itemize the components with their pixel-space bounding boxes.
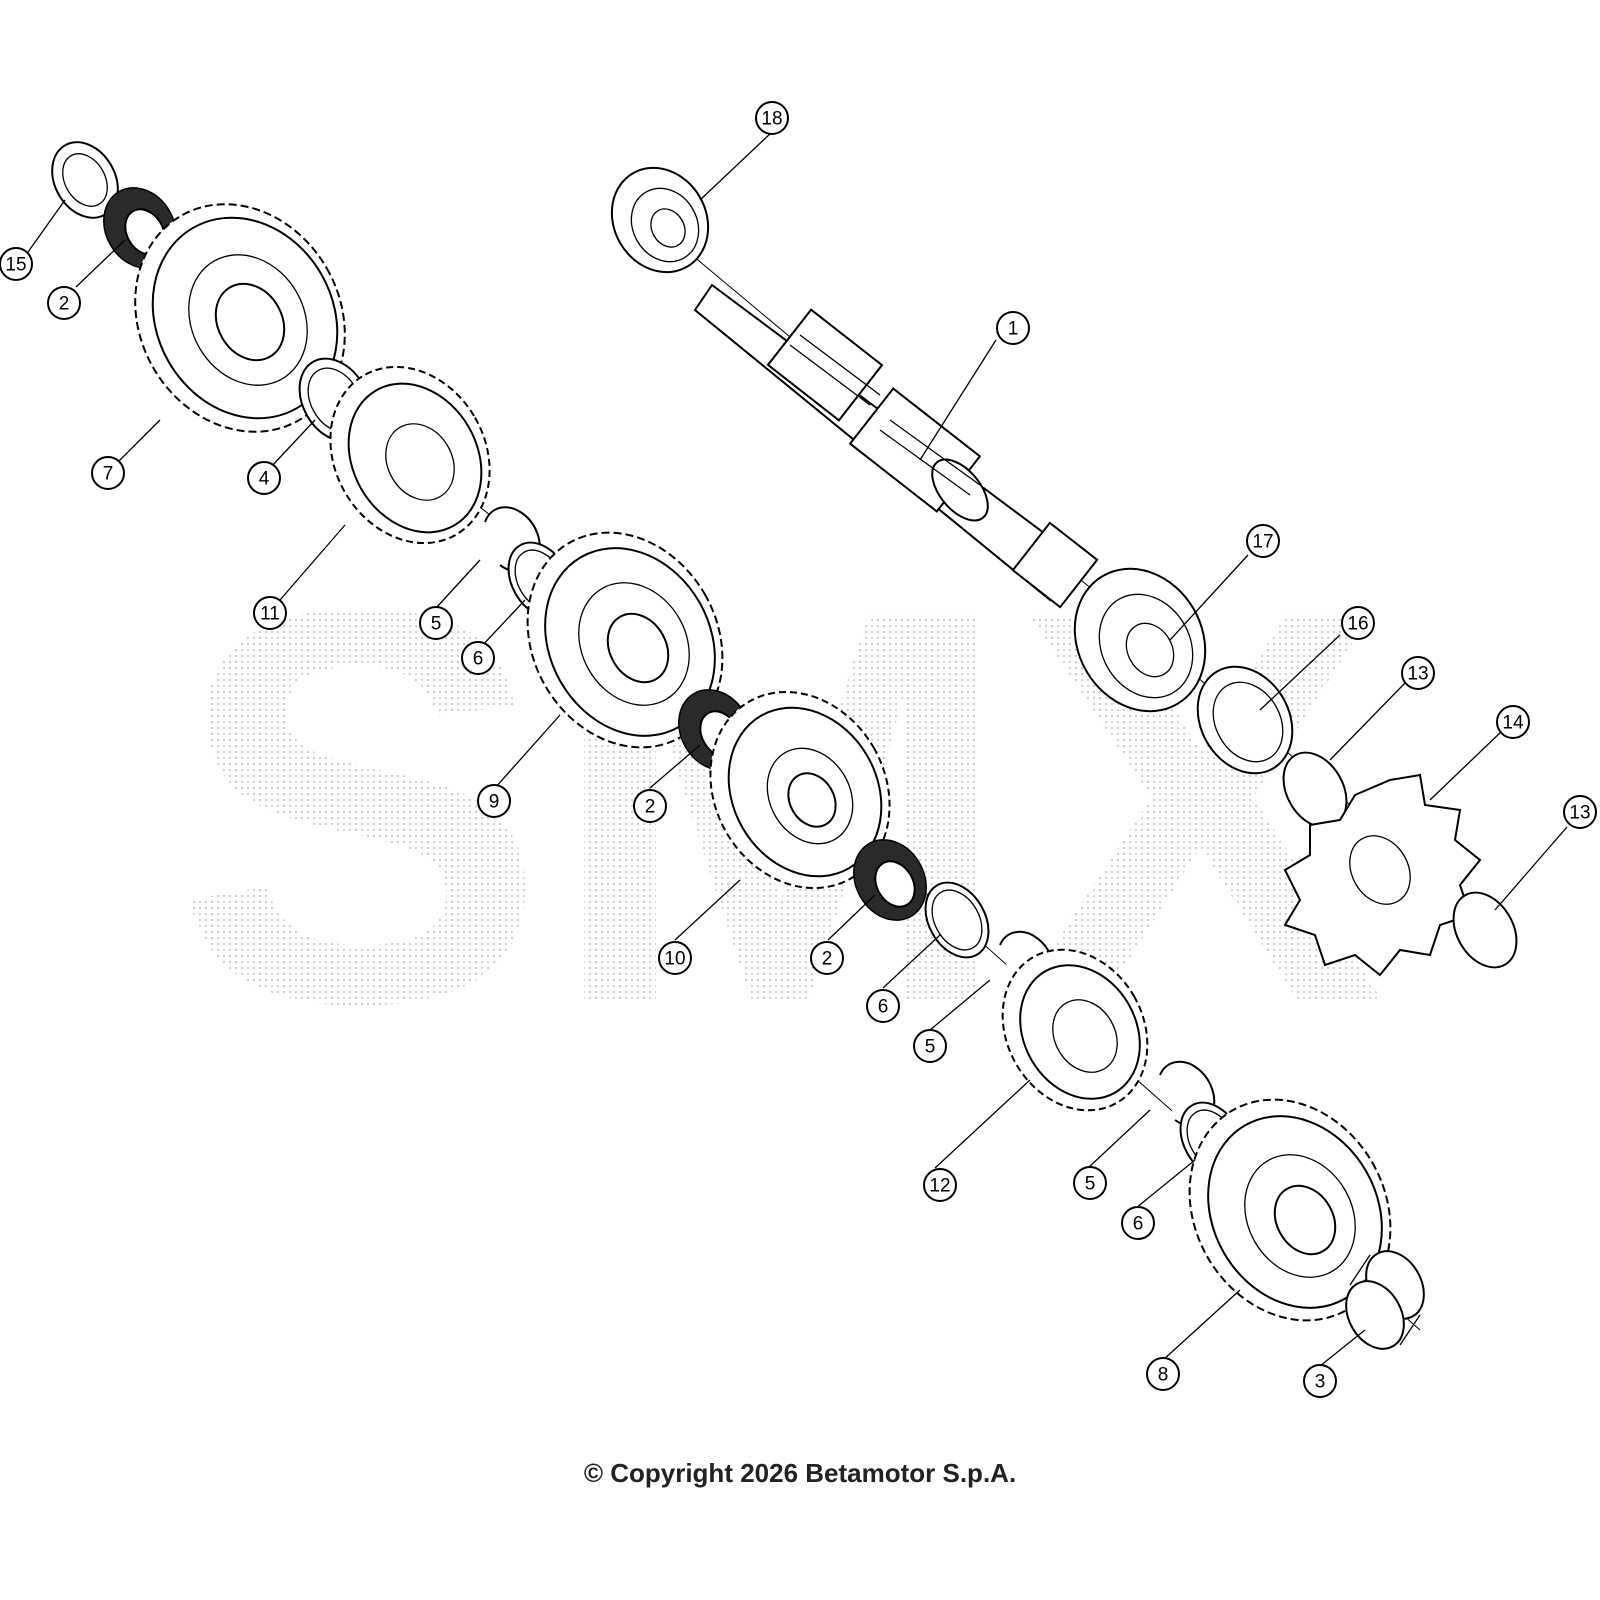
callout-6b[interactable]: 6 — [866, 989, 900, 1023]
callout-6c[interactable]: 6 — [1121, 1206, 1155, 1240]
callout-5b-label: 5 — [925, 1037, 936, 1058]
main-shaft-1-icon — [693, 283, 1099, 609]
callout-12[interactable]: 12 — [923, 1168, 957, 1202]
callout-5c[interactable]: 5 — [1073, 1166, 1107, 1200]
callout-2b-label: 2 — [645, 797, 656, 818]
callout-13b[interactable]: 13 — [1563, 795, 1597, 829]
callout-12-label: 12 — [929, 1176, 950, 1197]
callout-10-label: 10 — [664, 949, 685, 970]
gear-12-icon — [1001, 948, 1149, 1112]
gear-11-icon — [329, 365, 491, 545]
callout-5b[interactable]: 5 — [913, 1029, 947, 1063]
gear-8-icon — [1188, 1098, 1392, 1322]
callout-13a-label: 13 — [1407, 664, 1428, 685]
callout-17[interactable]: 17 — [1246, 524, 1280, 558]
callout-5a[interactable]: 5 — [419, 606, 453, 640]
callout-5c-label: 5 — [1085, 1174, 1096, 1195]
callout-16-label: 16 — [1347, 614, 1368, 635]
callout-2a-label: 2 — [59, 294, 70, 315]
seal-16-icon — [1196, 665, 1294, 775]
callout-3-label: 3 — [1315, 1372, 1326, 1393]
callout-15-label: 15 — [5, 255, 26, 276]
callout-2b[interactable]: 2 — [633, 789, 667, 823]
callout-6b-label: 6 — [878, 997, 889, 1018]
callout-2a[interactable]: 2 — [47, 286, 81, 320]
callout-11-label: 11 — [260, 604, 280, 625]
callout-5a-label: 5 — [431, 614, 442, 635]
sprocket-14-icon — [1283, 773, 1482, 977]
callout-10[interactable]: 10 — [658, 941, 692, 975]
callout-7-label: 7 — [103, 464, 114, 485]
callout-8-label: 8 — [1158, 1365, 1169, 1386]
needle-bearing-2c-icon — [853, 839, 927, 921]
callout-18-label: 18 — [761, 109, 782, 130]
callout-16[interactable]: 16 — [1341, 606, 1375, 640]
callout-1[interactable]: 1 — [996, 311, 1030, 345]
callout-9-label: 9 — [489, 792, 500, 813]
callout-1-label: 1 — [1008, 319, 1019, 340]
leader-lines — [27, 131, 1568, 1367]
callout-9[interactable]: 9 — [477, 784, 511, 818]
copyright-notice: © Copyright 2026 Betamotor S.p.A. — [583, 1458, 1017, 1488]
callout-13b-label: 13 — [1569, 803, 1590, 824]
splined-washer-6b-icon — [924, 881, 990, 959]
callout-3[interactable]: 3 — [1303, 1364, 1337, 1398]
gear-7-icon — [134, 203, 346, 433]
bearing-18-icon — [610, 166, 710, 274]
bearing-17-icon — [1073, 567, 1207, 713]
callout-2c[interactable]: 2 — [810, 941, 844, 975]
circlip-13b-icon — [1452, 891, 1518, 969]
callout-14[interactable]: 14 — [1496, 705, 1530, 739]
callout-14-label: 14 — [1502, 713, 1524, 734]
callout-4-label: 4 — [259, 469, 270, 490]
callout-4[interactable]: 4 — [247, 461, 281, 495]
washer-15-icon — [51, 141, 119, 219]
callout-6c-label: 6 — [1133, 1214, 1144, 1235]
callout-6a-label: 6 — [473, 649, 484, 670]
gear-9-icon — [526, 531, 724, 749]
callout-13a[interactable]: 13 — [1401, 656, 1435, 690]
callout-11[interactable]: 11 — [253, 596, 287, 630]
callout-18[interactable]: 18 — [755, 101, 789, 135]
callout-6a[interactable]: 6 — [461, 641, 495, 675]
bushing-3-icon — [1345, 1250, 1425, 1350]
callout-15[interactable]: 15 — [0, 247, 33, 281]
callout-7[interactable]: 7 — [91, 456, 125, 490]
gear-10-icon — [709, 690, 891, 890]
callout-2c-label: 2 — [822, 949, 833, 970]
callout-8[interactable]: 8 — [1146, 1357, 1180, 1391]
callout-17-label: 17 — [1252, 532, 1273, 553]
